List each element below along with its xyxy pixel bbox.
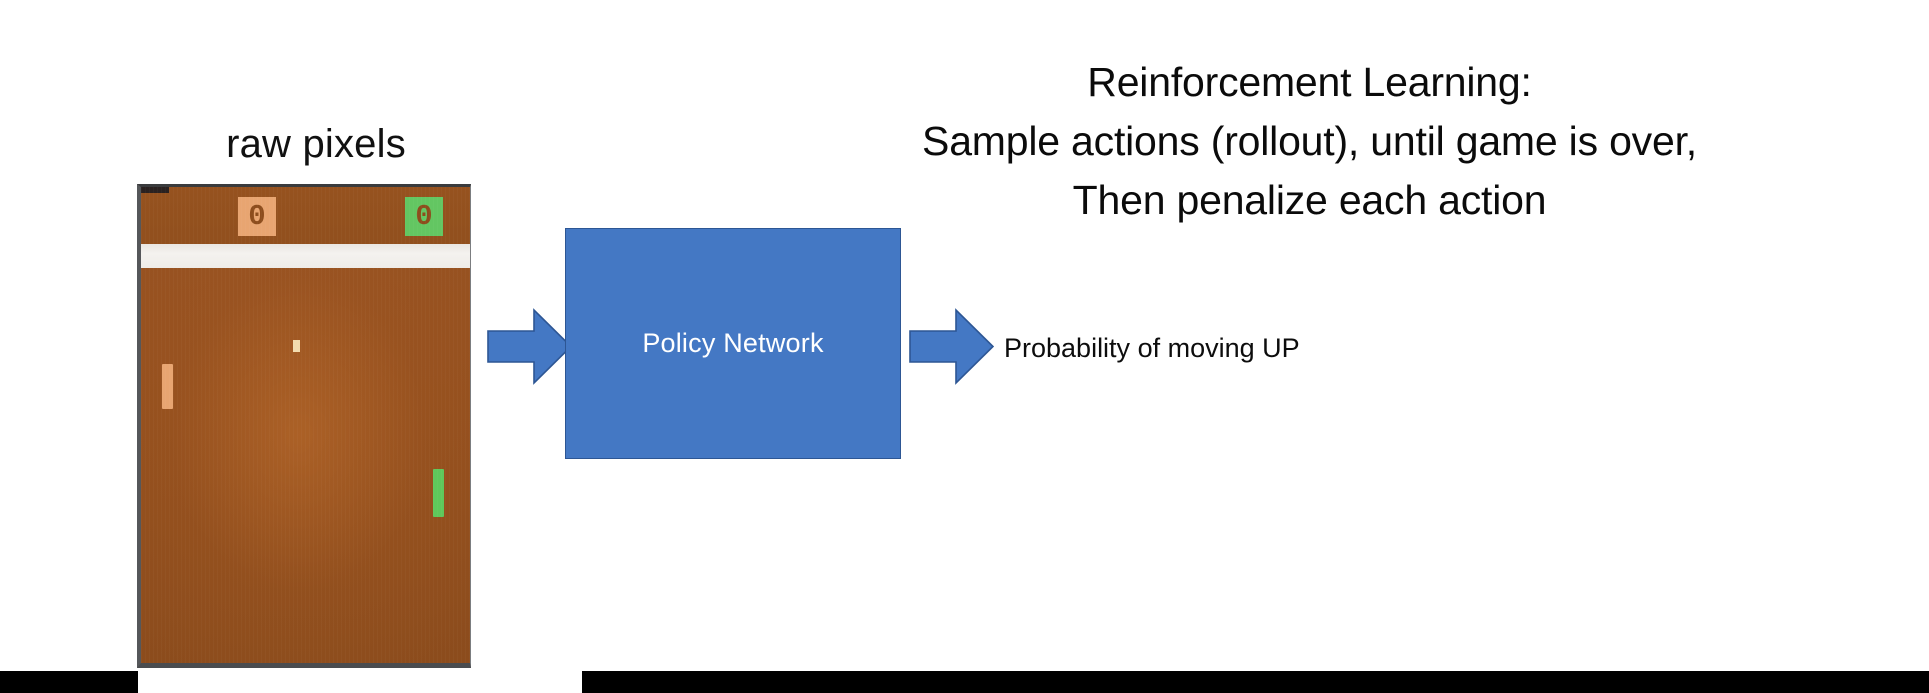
pong-ball — [293, 340, 300, 352]
pong-score-right: 0 — [405, 197, 443, 236]
pong-wall-divider — [141, 244, 470, 268]
headline-line-3: Then penalize each action — [1072, 177, 1547, 223]
policy-network-box: Policy Network — [565, 228, 901, 459]
policy-network-label: Policy Network — [642, 327, 824, 358]
right-arrow-icon-output — [909, 307, 994, 386]
headline-text: Reinforcement Learning: Sample actions (… — [690, 53, 1929, 230]
pong-game-screenshot: 0 0 — [137, 184, 471, 668]
right-arrow-icon-input — [487, 307, 572, 386]
pong-corner-notch — [141, 187, 169, 193]
letterbox-bar-left — [0, 671, 138, 693]
headline-line-1: Reinforcement Learning: — [1087, 59, 1532, 105]
pong-paddle-left — [162, 364, 173, 409]
raw-pixels-caption: raw pixels — [226, 122, 406, 166]
pong-paddle-right — [433, 469, 444, 517]
output-label: Probability of moving UP — [1004, 333, 1300, 363]
headline-line-2: Sample actions (rollout), until game is … — [922, 118, 1697, 164]
pong-score-left: 0 — [238, 197, 276, 236]
letterbox-bar-right — [582, 671, 1929, 693]
